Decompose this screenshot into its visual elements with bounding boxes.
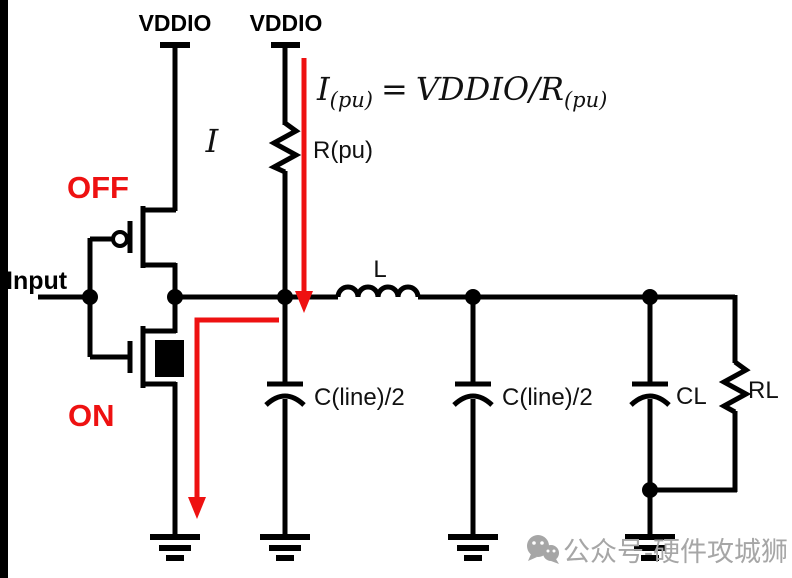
- nmos-state-label: ON: [68, 398, 115, 433]
- input-label: Input: [6, 267, 68, 295]
- junction-dots: [82, 289, 658, 498]
- junction-dot: [642, 289, 658, 305]
- pullup-current-formula: I(pu)=VDDIO/R(pu): [316, 70, 607, 112]
- load-resistor: [650, 295, 752, 493]
- cap-curved-plate: [629, 393, 671, 407]
- formula-rhs-subscript: (pu): [564, 88, 607, 112]
- wechat-eye: [540, 541, 544, 545]
- wechat-bubble-small: [543, 545, 559, 561]
- load-capacitor: [629, 297, 671, 537]
- vddio-left-label: VDDIO: [139, 10, 212, 36]
- ground-symbols: [150, 534, 675, 561]
- ground-symbol: [260, 534, 310, 561]
- junction-dot: [277, 289, 293, 305]
- resistor-zigzag: [268, 120, 302, 175]
- nmos-transistor: [90, 297, 184, 537]
- wechat-eye: [532, 541, 536, 545]
- junction-dot: [167, 289, 183, 305]
- formula-lhs-subscript: (pu): [330, 88, 373, 112]
- red-arrow-line: [194, 317, 279, 500]
- pmos-bubble-icon: [111, 230, 129, 248]
- pullup-resistor: [268, 120, 302, 297]
- left-border-bar: [0, 0, 8, 578]
- pullup-resistor-label: R(pu): [313, 137, 373, 164]
- watermark-text: 公众号-硬件攻城狮: [563, 537, 788, 567]
- resistor-zigzag: [718, 359, 752, 415]
- wechat-bubble-tail: [551, 559, 559, 564]
- ground-symbol: [625, 534, 675, 561]
- down-arrowhead-icon: [295, 291, 313, 313]
- current-label: I: [205, 122, 220, 160]
- junction-dot: [642, 482, 658, 498]
- sink-current-arrow: [188, 317, 279, 519]
- wechat-eye: [552, 549, 556, 553]
- ground-symbol: [150, 534, 200, 561]
- load-cap-label: CL: [676, 383, 707, 410]
- wechat-eye: [546, 549, 550, 553]
- cap-curved-plate: [264, 393, 306, 407]
- line-cap-left: [264, 297, 306, 537]
- junction-dot: [82, 289, 98, 305]
- wechat-bubble-tail: [528, 554, 537, 561]
- junction-dot: [465, 289, 481, 305]
- vddio-rail-right: [271, 42, 300, 125]
- formula-equals: =: [381, 70, 408, 108]
- ground-symbol: [448, 534, 498, 561]
- vddio-right-label: VDDIO: [250, 10, 323, 36]
- load-resistor-label: RL: [748, 377, 779, 404]
- watermark: 公众号-硬件攻城狮: [527, 535, 788, 567]
- pmos-transistor: [90, 206, 178, 297]
- formula-lhs: I: [316, 70, 331, 108]
- formula-rhs: VDDIO/R: [416, 70, 564, 108]
- line-cap-right: [452, 297, 494, 537]
- vddio-rail-left: [160, 42, 190, 211]
- pullup-current-arrow: [295, 58, 313, 313]
- down-arrowhead-icon: [188, 497, 206, 519]
- wechat-icon: [527, 535, 559, 564]
- pmos-state-label: OFF: [67, 170, 129, 205]
- inductor-coils: [335, 284, 421, 298]
- cap-curved-plate: [452, 393, 494, 407]
- line-cap-left-label: C(line)/2: [314, 384, 405, 411]
- inductor-label: L: [373, 256, 386, 283]
- nmos-on-square-icon: [155, 340, 184, 377]
- line-cap-right-label: C(line)/2: [502, 384, 593, 411]
